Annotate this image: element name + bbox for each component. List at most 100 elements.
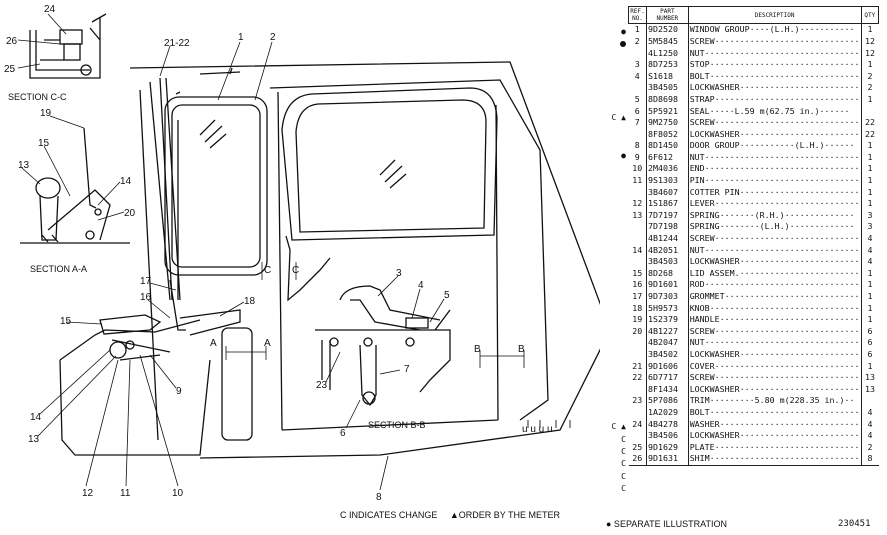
cell-ref: 10 — [628, 163, 648, 175]
cell-qty: 4 — [867, 418, 873, 429]
change-mark: ● — [621, 150, 626, 160]
cell-part: 1A2029 — [646, 406, 689, 419]
cell-desc: END······························· — [688, 163, 862, 175]
callout-6: 6 — [340, 428, 346, 439]
cell-qty — [861, 395, 878, 407]
cell-qty: 4 — [867, 233, 873, 244]
cell-qty: 1 — [867, 151, 873, 162]
callout-14b: 14 — [30, 412, 42, 423]
cell-qty: 13 — [865, 372, 876, 383]
cell-desc: LOCKWASHER························ — [688, 81, 862, 94]
cell-part: 9D1631 — [646, 452, 689, 466]
callout-5: 5 — [444, 290, 450, 301]
cell-desc: DOOR GROUP···········(L.H.)······ — [688, 139, 862, 152]
cell-ref: 2 — [628, 35, 648, 48]
callout-10: 10 — [172, 488, 184, 499]
cell-ref — [628, 429, 648, 442]
meter-note: ▲ORDER BY THE METER — [449, 510, 560, 520]
callout-12: 12 — [82, 488, 94, 499]
callout-14a: 14 — [120, 176, 132, 187]
separate-illustration-legend: ● SEPARATE ILLUSTRATION — [606, 519, 727, 529]
cell-part: 6D7717 — [646, 371, 689, 384]
callout-13a: 13 — [18, 160, 30, 171]
change-mark: C — [621, 434, 626, 444]
cell-ref: 1 — [628, 23, 648, 36]
cell-desc: LOCKWASHER························ — [688, 255, 862, 268]
change-mark: C — [621, 483, 626, 493]
cell-ref: 6 — [628, 105, 648, 117]
cell-part: 8F8052 — [646, 128, 689, 140]
cell-ref: 15 — [628, 267, 648, 280]
callout-19: 19 — [40, 108, 52, 119]
cell-qty: 12 — [865, 35, 876, 46]
cell-qty: 1 — [867, 24, 873, 35]
figure-number: 230451 — [838, 519, 871, 529]
cell-desc: PIN······························· — [688, 174, 862, 187]
col-part: PART NUMBER — [646, 6, 689, 24]
cell-desc: HANDLE···························· — [688, 313, 862, 326]
cell-qty: 13 — [865, 383, 876, 394]
cell-ref: 20 — [628, 325, 648, 338]
cell-ref: 19 — [628, 313, 648, 326]
cell-desc: TRIM·········5.80 m(228.35 in.)·· — [688, 395, 862, 407]
cell-qty: 22 — [865, 128, 876, 139]
callout-7: 7 — [404, 364, 410, 375]
cell-qty: 6 — [867, 337, 873, 348]
cell-part: 5H9573 — [646, 302, 689, 314]
separate-illustration-bullet-1 — [620, 41, 626, 47]
cell-ref — [628, 255, 648, 268]
cell-ref — [628, 348, 648, 361]
cell-desc: NUT······························· — [688, 337, 862, 349]
callout-8: 8 — [376, 492, 382, 503]
cell-desc: LEVER····························· — [688, 197, 862, 210]
cell-desc: LOCKWASHER························ — [688, 128, 862, 140]
cell-desc: BOLT······························ — [688, 406, 862, 419]
cell-ref: 17 — [628, 290, 648, 303]
cell-ref: 24 — [628, 418, 648, 430]
cell-part: 6F612 — [646, 151, 689, 164]
cab-frame — [129, 61, 600, 459]
cell-desc: KNOB······························ — [688, 302, 862, 314]
cell-desc: LOCKWASHER························ — [688, 383, 862, 395]
cell-part: 8D1450 — [646, 139, 689, 152]
cell-qty: 2 — [867, 441, 873, 452]
callout-20: 20 — [124, 208, 136, 219]
cell-ref: 4 — [628, 70, 648, 82]
cell-qty: 4 — [867, 430, 873, 441]
callout-leaders — [17, 13, 525, 491]
cell-part: 1S1867 — [646, 197, 689, 210]
cell-ref: 25 — [628, 441, 648, 453]
section-bb-detail — [315, 285, 451, 407]
diagram-footnote: C INDICATES CHANGE ▲ORDER BY THE METER — [340, 510, 560, 520]
cell-ref — [628, 81, 648, 94]
cell-desc: SCREW····························· — [688, 325, 862, 338]
cell-ref: 11 — [628, 174, 648, 187]
col-ref: REF. NO. — [627, 6, 648, 24]
detail-ticks: u u u u — [522, 424, 553, 435]
view-letter-a2: A — [264, 338, 271, 349]
cell-desc: SCREW····························· — [688, 116, 862, 129]
cell-part: 9M2750 — [646, 116, 689, 129]
cell-part: 5P7086 — [646, 395, 689, 407]
door-panel — [277, 91, 499, 431]
cell-ref — [628, 128, 648, 140]
change-mark: C — [621, 446, 626, 456]
cell-ref — [628, 337, 648, 349]
callout-26: 26 — [6, 36, 18, 47]
cell-desc: SCREW····························· — [688, 232, 862, 245]
cell-part: 8F1434 — [646, 383, 689, 395]
callout-1: 1 — [238, 32, 244, 43]
cell-part: 4L1250 — [646, 47, 689, 59]
callout-21-22: 21-22 — [164, 38, 190, 49]
cell-qty: 1 — [867, 279, 873, 290]
